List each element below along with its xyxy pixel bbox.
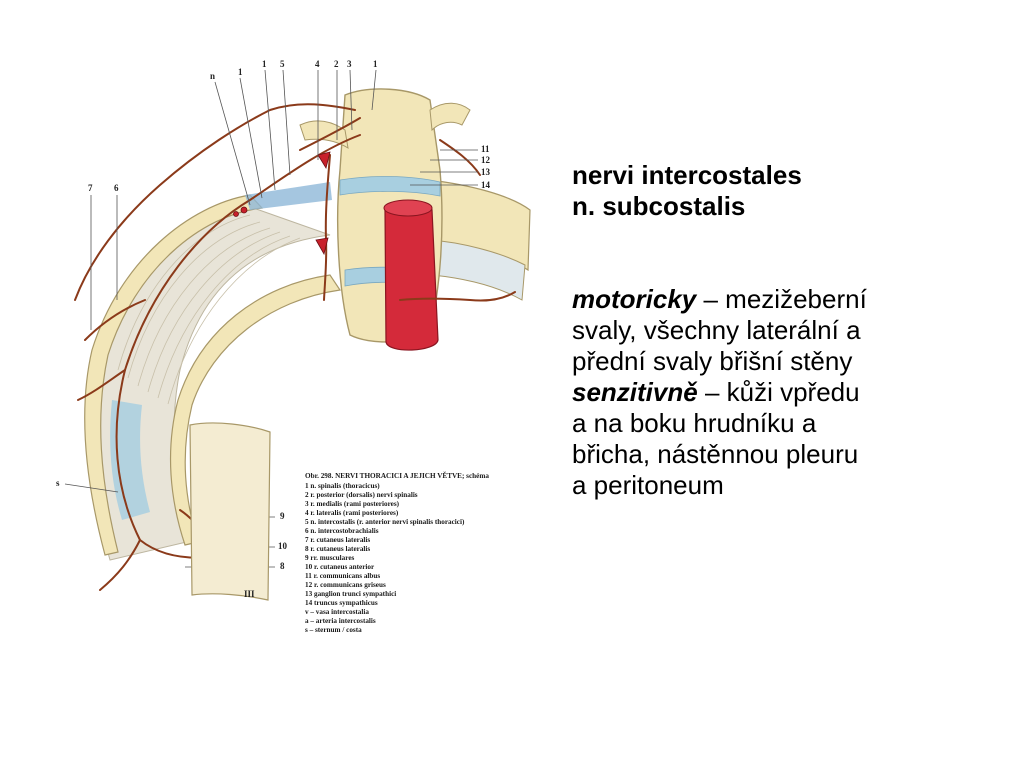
legend-item: 12 r. communicans griseus	[305, 581, 386, 589]
sensory-line-4: a peritoneum	[572, 470, 724, 500]
fig-label-13: 13	[481, 167, 490, 177]
spacer	[572, 222, 992, 284]
legend-item: s – sternum / costa	[305, 626, 362, 634]
legend-item: 10 r. cutaneus anterior	[305, 563, 375, 571]
legend-item: 11 r. communicans albus	[305, 572, 381, 580]
fig-label-9: 9	[280, 511, 285, 521]
fig-label-iii: III	[244, 589, 255, 599]
anatomical-figure: n 1 1 5 4 2 3 1 7 6 11 12 13 14 s 9 10 8…	[0, 0, 560, 700]
legend-item: 13 ganglion trunci sympathici	[305, 590, 397, 598]
legend-item: a – arteria intercostalis	[305, 617, 376, 625]
legend-title: Obr. 298. NERVI THORACICI A JEJICH VĚTVE…	[305, 472, 489, 480]
thoracic-nerves-illustration	[64, 69, 531, 601]
legend-item: 9 rr. musculares	[305, 554, 355, 562]
motor-line-1: motoricky – mezižeberní	[572, 284, 992, 315]
fig-label-12: 12	[481, 155, 490, 165]
fig-label-11: 11	[481, 144, 490, 154]
fig-label-8: 8	[280, 561, 285, 571]
legend-item: 7 r. cutaneus lateralis	[305, 536, 371, 544]
motor-term: motoricky	[572, 284, 697, 314]
fig-label-n: n	[210, 71, 216, 81]
fig-label-14: 14	[481, 180, 490, 190]
legend-item: 1 n. spinalis (thoracicus)	[305, 482, 380, 490]
fig-label-4: 4	[315, 59, 320, 69]
fig-label-7: 7	[88, 183, 93, 193]
fig-label-s: s	[56, 478, 60, 488]
fig-label-1b: 1	[262, 59, 267, 69]
legend-item: 5 n. intercostalis (r. anterior nervi sp…	[305, 518, 465, 526]
fig-label-2: 2	[334, 59, 339, 69]
slide-text: nervi intercostales n. subcostalis motor…	[572, 160, 992, 501]
fig-label-5: 5	[280, 59, 285, 69]
fig-label-1c: 1	[373, 59, 378, 69]
sensory-line-1: senzitivně – kůži vpředu	[572, 377, 992, 408]
fig-label-3: 3	[347, 59, 352, 69]
legend-item: 14 truncus sympathicus	[305, 599, 378, 607]
legend-item: v – vasa intercostalia	[305, 608, 369, 616]
legend-item: 4 r. lateralis (rami posteriores)	[305, 509, 399, 517]
heading-nervi-intercostales: nervi intercostales	[572, 160, 802, 190]
legend-item: 2 r. posterior (dorsalis) nervi spinalis	[305, 491, 418, 499]
sensory-line-3: břicha, nástěnnou pleuru	[572, 439, 859, 469]
heading-n-subcostalis: n. subcostalis	[572, 191, 746, 221]
legend-item: 8 r. cutaneus lateralis	[305, 545, 371, 553]
motor-line-1-rest: – mezižeberní	[696, 284, 867, 314]
sensory-term: senzitivně	[572, 377, 698, 407]
motor-line-2: svaly, všechny laterální a	[572, 315, 861, 345]
fig-label-10: 10	[278, 541, 287, 551]
figure-legend: Obr. 298. NERVI THORACICI A JEJICH VĚTVE…	[305, 472, 550, 635]
fig-label-1a: 1	[238, 67, 243, 77]
sensory-line-2: a na boku hrudníku a	[572, 408, 817, 438]
fig-label-6: 6	[114, 183, 119, 193]
legend-item: 3 r. medialis (rami posteriores)	[305, 500, 400, 508]
sensory-line-1-rest: – kůži vpředu	[697, 377, 860, 407]
motor-line-3: přední svaly břišní stěny	[572, 346, 853, 376]
legend-item: 6 n. intercostobrachialis	[305, 527, 379, 535]
